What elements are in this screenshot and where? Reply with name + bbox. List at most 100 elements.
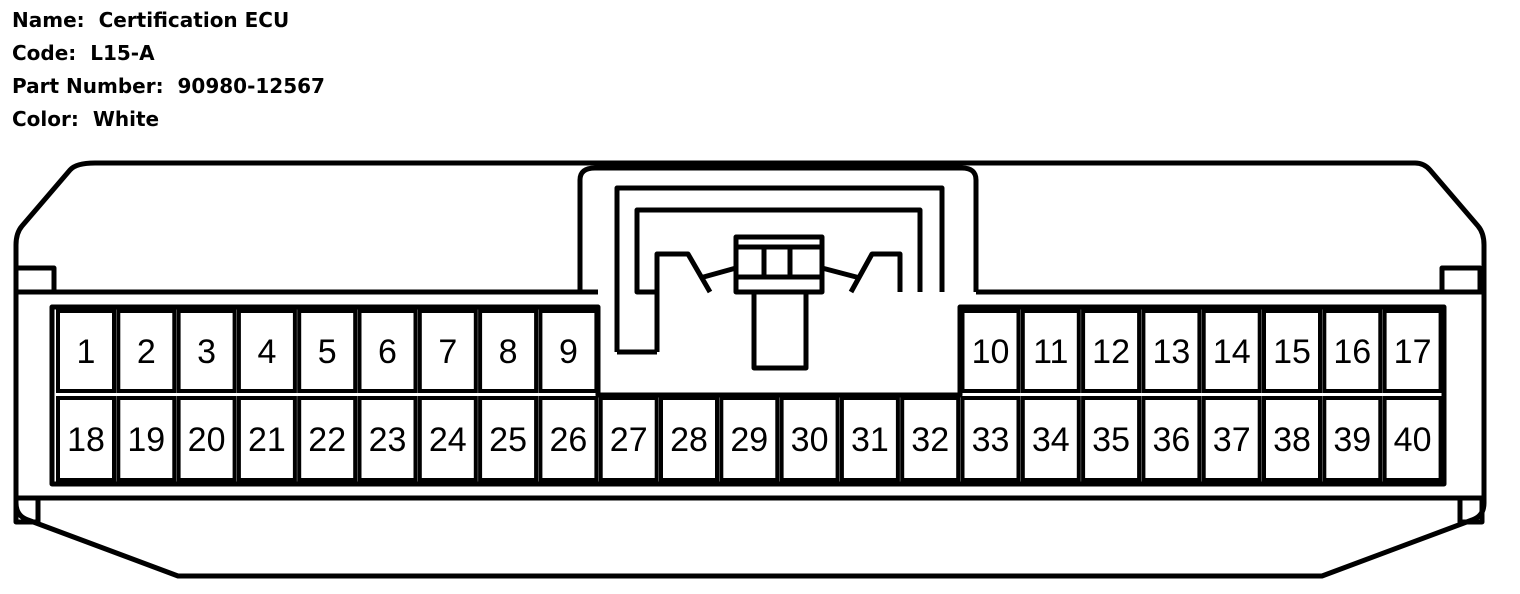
latch-frame-inner: [634, 207, 923, 352]
pin-label-38: 38: [1273, 421, 1311, 459]
pin-label-12: 12: [1092, 333, 1130, 371]
pin-cell-29: [719, 396, 780, 482]
pin-label-24: 24: [429, 421, 467, 459]
pin-label-16: 16: [1333, 333, 1371, 371]
pin-label-4: 4: [257, 333, 276, 371]
pin-label-32: 32: [911, 421, 949, 459]
pin-cell-1: [56, 309, 116, 393]
pin-label-27: 27: [610, 421, 648, 459]
pin-label-35: 35: [1092, 421, 1130, 459]
pin-label-26: 26: [549, 421, 587, 459]
latch-housing: [577, 165, 979, 292]
pin-cell-25: [478, 396, 539, 482]
pin-cell-21: [236, 396, 297, 482]
inner-frame: [16, 289, 1484, 501]
pin-label-21: 21: [248, 421, 286, 459]
latch-frame-outer: [614, 185, 945, 352]
pin-label-10: 10: [972, 333, 1010, 371]
pin-label-33: 33: [972, 421, 1010, 459]
pin-label-2: 2: [137, 333, 156, 371]
pin-label-6: 6: [378, 333, 397, 371]
pin-label-36: 36: [1152, 421, 1190, 459]
part-number-row: Part Number: 90980-12567: [12, 70, 325, 103]
pin-cell-7: [417, 309, 478, 393]
pin-cell-22: [297, 396, 358, 482]
pin-cell-11: [1020, 309, 1081, 393]
pin-cell-26: [538, 396, 599, 482]
latch-hook: [654, 251, 903, 294]
pin-cell-39: [1322, 396, 1383, 482]
pin-cell-32: [900, 396, 961, 482]
pin-label-9: 9: [559, 333, 578, 371]
latch-stem: [751, 289, 809, 371]
pin-cell-34: [1020, 396, 1081, 482]
code-row: Code: L15-A: [12, 37, 325, 70]
pin-label-29: 29: [730, 421, 768, 459]
pin-cell-37: [1201, 396, 1262, 482]
pin-label-25: 25: [489, 421, 527, 459]
left-tab-top: [13, 265, 57, 295]
pin-label-11: 11: [1033, 333, 1068, 371]
part-number-value: 90980-12567: [177, 74, 325, 98]
pin-cell-38: [1262, 396, 1322, 482]
pin-cell-23: [357, 396, 418, 482]
pin-cell-6: [357, 309, 418, 393]
pin-cell-16: [1322, 309, 1383, 393]
pin-label-18: 18: [67, 421, 105, 459]
pin-label-31: 31: [851, 421, 889, 459]
color-row: Color: White: [12, 103, 325, 136]
pin-label-37: 37: [1213, 421, 1251, 459]
pin-label-13: 13: [1152, 333, 1190, 371]
color-label: Color:: [12, 107, 79, 131]
name-row: Name: Certification ECU: [12, 4, 325, 37]
pin-cell-36: [1141, 396, 1202, 482]
code-label: Code:: [12, 41, 77, 65]
pin-cell-14: [1201, 309, 1262, 393]
code-value: L15-A: [90, 41, 155, 65]
pin-label-22: 22: [308, 421, 346, 459]
pin-label-5: 5: [318, 333, 337, 371]
connector-info: Name: Certification ECU Code: L15-A Part…: [12, 4, 325, 136]
pin-cell-28: [659, 396, 719, 482]
pin-label-3: 3: [197, 333, 216, 371]
name-label: Name:: [12, 8, 85, 32]
pin-cell-10: [960, 309, 1021, 393]
latch-key-left: [761, 244, 793, 280]
pin-cell-31: [839, 396, 900, 482]
part-number-label: Part Number:: [12, 74, 164, 98]
pin-cell-18: [56, 396, 116, 482]
pin-label-14: 14: [1213, 333, 1251, 371]
pin-label-30: 30: [791, 421, 829, 459]
pin-cell-27: [598, 396, 659, 482]
pin-label-39: 39: [1333, 421, 1371, 459]
pin-cell-33: [960, 396, 1021, 482]
pin-label-19: 19: [127, 421, 165, 459]
pin-cell-19: [116, 396, 177, 482]
color-value: White: [92, 107, 160, 131]
pin-label-34: 34: [1032, 421, 1070, 459]
pin-cell-9: [538, 309, 599, 393]
pin-cell-20: [176, 396, 237, 482]
name-value: Certification ECU: [98, 8, 290, 32]
pin-cell-5: [297, 309, 358, 393]
pin-label-15: 15: [1273, 333, 1311, 371]
pin-label-20: 20: [188, 421, 226, 459]
pin-label-8: 8: [499, 333, 518, 371]
pin-cell-35: [1081, 396, 1142, 482]
pin-cell-30: [779, 396, 840, 482]
pin-cell-40: [1382, 396, 1443, 482]
pin-label-17: 17: [1394, 333, 1432, 371]
connector-housing: [13, 160, 1487, 579]
pin-cell-24: [417, 396, 478, 482]
right-tab-top: [1439, 265, 1483, 295]
pin-label-7: 7: [438, 333, 457, 371]
pin-label-1: 1: [77, 333, 96, 371]
pin-label-23: 23: [369, 421, 407, 459]
pin-cell-2: [116, 309, 177, 393]
pin-cell-15: [1262, 309, 1322, 393]
pin-cell-8: [478, 309, 539, 393]
pin-cell-3: [176, 309, 237, 393]
pin-label-40: 40: [1394, 421, 1432, 459]
